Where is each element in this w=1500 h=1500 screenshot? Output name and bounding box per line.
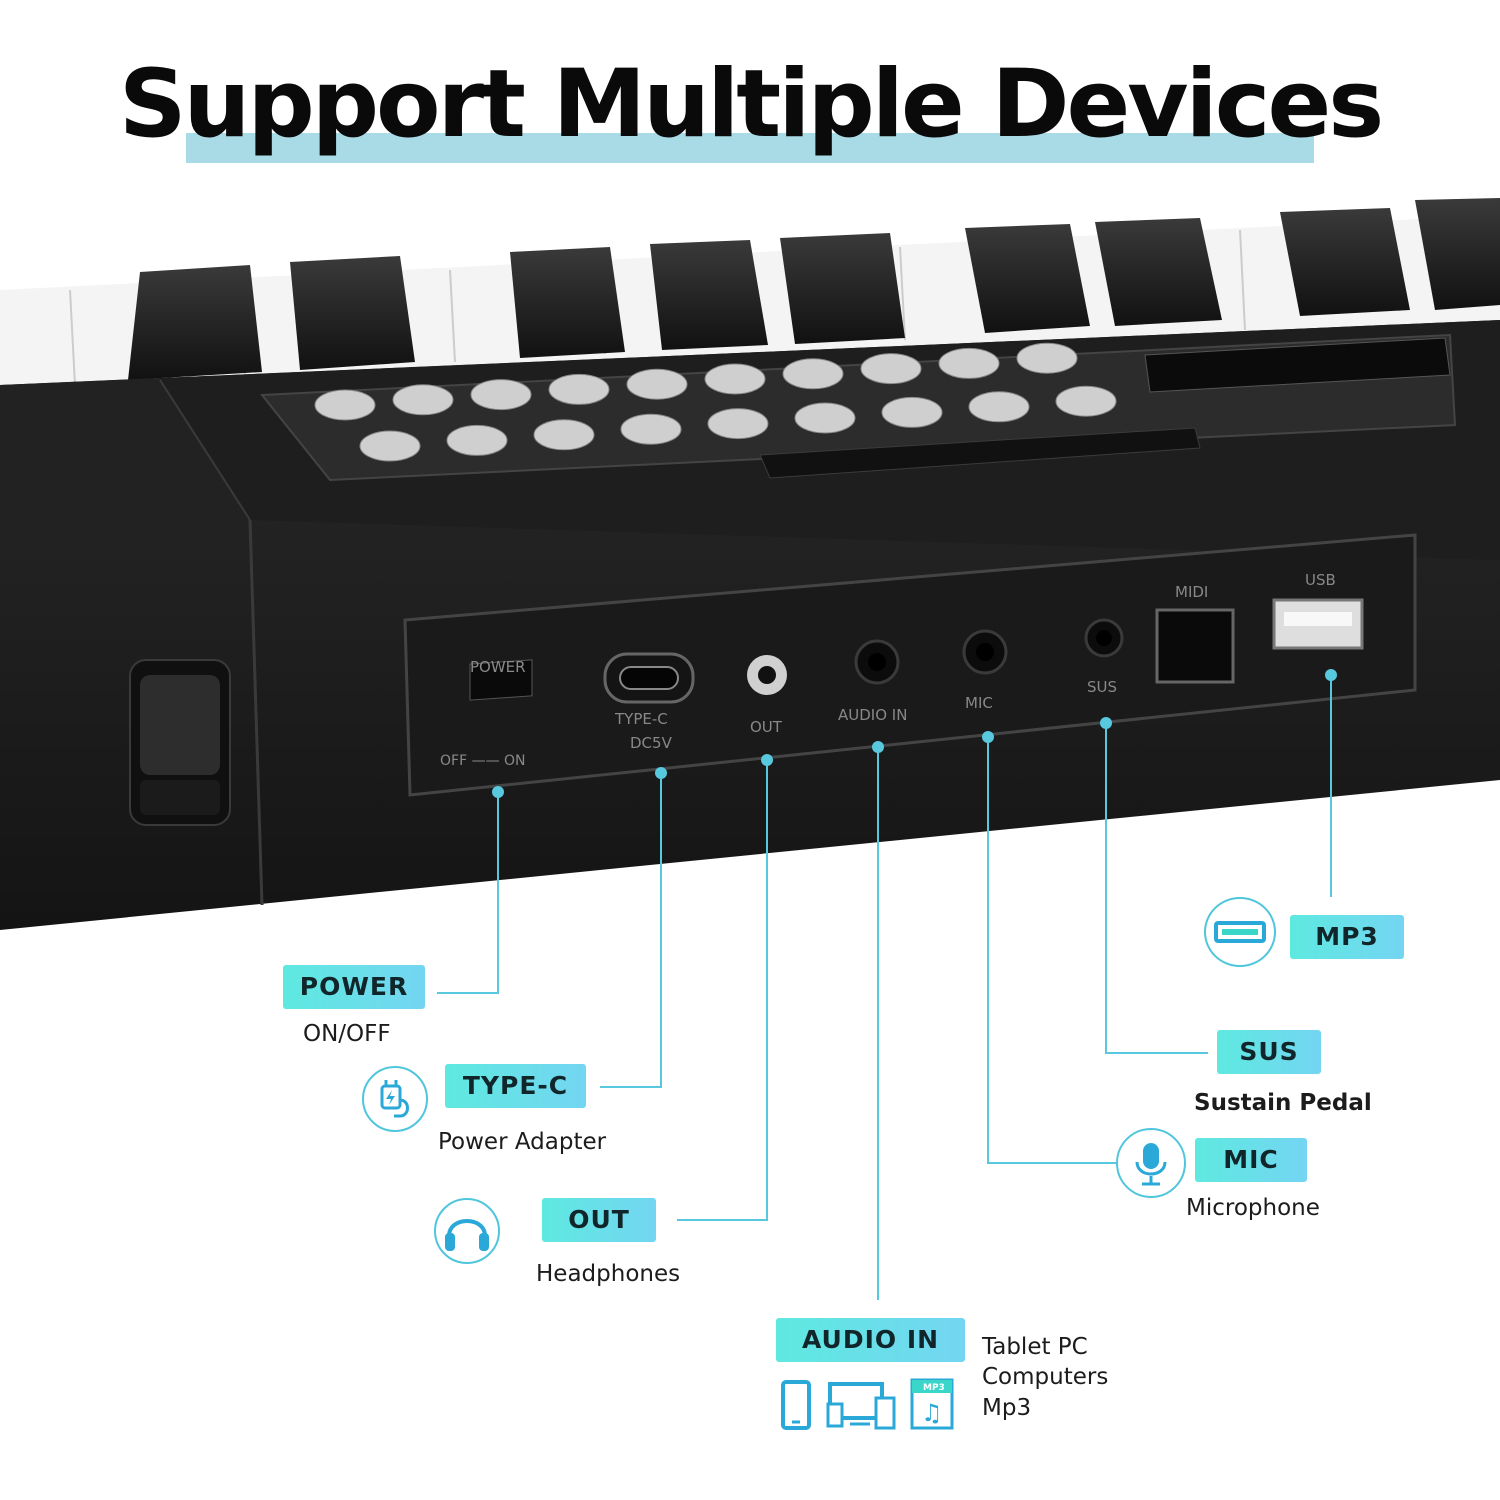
panel-button bbox=[470, 379, 532, 411]
mic-desc: Microphone bbox=[1186, 1195, 1320, 1221]
typec-desc: Power Adapter bbox=[438, 1129, 607, 1155]
panel-button bbox=[881, 396, 943, 428]
audio-in-tag: AUDIO IN bbox=[776, 1318, 965, 1362]
power-panel-label: POWER bbox=[470, 658, 526, 676]
off-on-panel-label: OFF —— ON bbox=[440, 753, 526, 769]
panel-button bbox=[1055, 385, 1117, 417]
out-jack: OUT bbox=[747, 655, 787, 736]
panel-button bbox=[707, 408, 769, 440]
black-keys bbox=[128, 198, 1500, 380]
sus-jack: SUS bbox=[1084, 618, 1124, 696]
midi-panel-label: MIDI bbox=[1175, 583, 1208, 601]
panel-buttons bbox=[314, 342, 1117, 462]
power-tag: POWER bbox=[283, 965, 425, 1009]
leader-lines bbox=[437, 675, 1332, 1300]
typec-port: TYPE-C DC5V bbox=[603, 652, 695, 752]
charging-plug-icon bbox=[362, 1066, 428, 1132]
sus-desc: Sustain Pedal bbox=[1194, 1090, 1372, 1116]
panel-button bbox=[392, 384, 454, 416]
panel-button bbox=[968, 391, 1030, 423]
tablet-icon bbox=[781, 1380, 811, 1430]
mic-panel-label: MIC bbox=[965, 694, 993, 712]
sus-leader bbox=[1105, 723, 1208, 1054]
leader-dots bbox=[492, 669, 1337, 798]
panel-button bbox=[359, 430, 421, 462]
audio-in-desc-line-3: Mp3 bbox=[982, 1395, 1032, 1421]
out-panel-label: OUT bbox=[750, 718, 783, 736]
audio-in-desc-line-1: Tablet PC bbox=[982, 1334, 1088, 1360]
panel-button bbox=[1016, 342, 1078, 374]
panel-button bbox=[704, 363, 766, 395]
typec-tag: TYPE-C bbox=[445, 1064, 586, 1108]
title-area: Support Multiple Devices bbox=[0, 40, 1500, 180]
lcd-display bbox=[1144, 337, 1451, 393]
midi-port: MIDI bbox=[1155, 583, 1235, 684]
panel-button bbox=[626, 368, 688, 400]
panel-button bbox=[446, 424, 508, 456]
mp3-file-icon-label: MP3 bbox=[923, 1383, 945, 1393]
out-desc: Headphones bbox=[536, 1261, 681, 1287]
usb-panel-label: USB bbox=[1305, 571, 1336, 589]
power-desc: ON/OFF bbox=[303, 1021, 391, 1047]
title-underline bbox=[186, 133, 1314, 163]
audio-in-desc-line-2: Computers bbox=[982, 1364, 1109, 1390]
io-panel bbox=[403, 533, 1417, 797]
panel-button bbox=[620, 413, 682, 445]
audio-in-device-icons: MP3 ♫ bbox=[781, 1378, 954, 1430]
audio-in-jack: AUDIO IN bbox=[838, 639, 907, 724]
mic-jack: MIC bbox=[962, 629, 1008, 712]
power-switch: POWER OFF —— ON bbox=[440, 658, 533, 769]
panel-button bbox=[938, 347, 1000, 379]
mp3-file-icon: MP3 ♫ bbox=[910, 1378, 954, 1430]
panel-button bbox=[548, 373, 610, 405]
headphones-icon bbox=[434, 1198, 500, 1264]
mic-leader bbox=[987, 737, 1118, 1164]
panel-button bbox=[860, 353, 922, 385]
panel-button bbox=[314, 389, 376, 421]
typec-panel-label: TYPE-C bbox=[614, 710, 668, 728]
panel-button bbox=[533, 419, 595, 451]
music-note-icon: ♫ bbox=[921, 1399, 943, 1427]
mic-tag: MIC bbox=[1195, 1138, 1307, 1182]
usb-port-icon bbox=[1204, 897, 1276, 967]
pitch-wheel bbox=[129, 659, 231, 826]
mp3-tag: MP3 bbox=[1290, 915, 1404, 959]
audio-in-panel-label: AUDIO IN bbox=[838, 706, 907, 724]
panel-button bbox=[782, 358, 844, 390]
out-leader bbox=[677, 760, 768, 1221]
sus-panel-label: SUS bbox=[1087, 678, 1117, 696]
power-leader bbox=[437, 792, 499, 994]
panel-button bbox=[794, 402, 856, 434]
out-tag: OUT bbox=[542, 1198, 656, 1242]
microphone-icon bbox=[1116, 1128, 1186, 1198]
typec-leader bbox=[600, 773, 662, 1088]
usb-port: USB bbox=[1272, 571, 1364, 650]
dc-panel-label: DC5V bbox=[630, 734, 673, 752]
devices-icon bbox=[826, 1382, 896, 1430]
sus-tag: SUS bbox=[1217, 1030, 1321, 1074]
page-title: Support Multiple Devices bbox=[118, 50, 1384, 159]
